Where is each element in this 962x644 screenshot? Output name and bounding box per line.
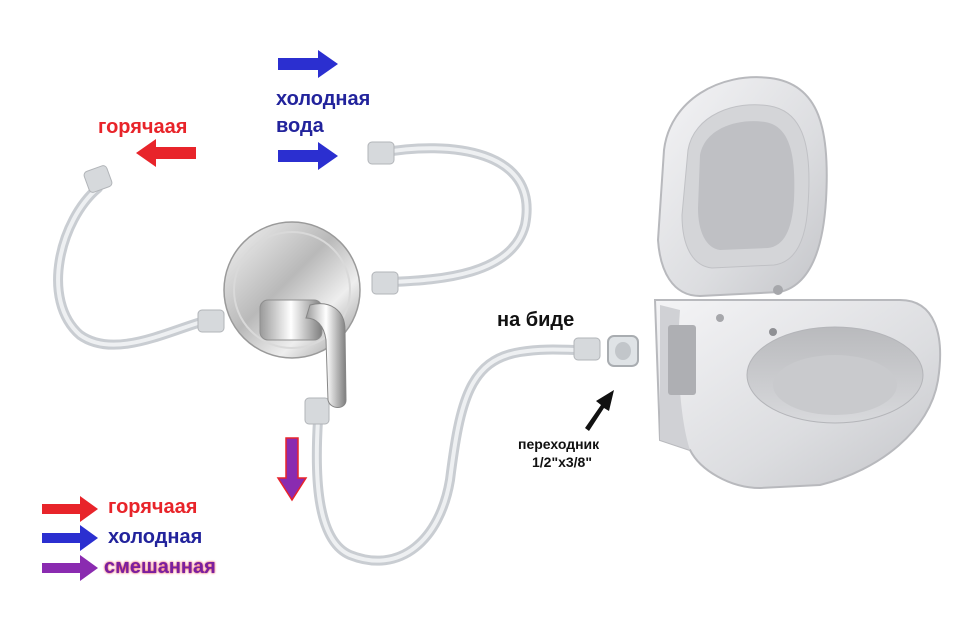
hose-nut-right-mixer <box>371 271 399 295</box>
hose-cold-right <box>375 143 532 287</box>
legend-label-hot: горячаая <box>108 496 198 518</box>
arrow-adapter-pointer <box>585 390 614 431</box>
hose-nut-top-left <box>83 165 113 193</box>
arrow-cold-middle <box>278 142 338 170</box>
label-bidet: на биде <box>497 309 575 331</box>
legend-label-cold: холодная <box>108 526 203 548</box>
arrow-mixed-down <box>276 437 308 502</box>
label-cold-top-line2: вода <box>276 115 324 137</box>
hose-hot-left <box>53 183 213 350</box>
adapter-fitting <box>607 335 639 367</box>
legend-arrow-cold <box>42 525 98 551</box>
arrow-hot-left <box>136 139 196 167</box>
legend-arrow-hot <box>42 496 98 522</box>
label-cold-top-line1: холодная <box>276 88 371 110</box>
hose-nut-bottom-mixer <box>304 397 330 425</box>
mixer-tap <box>223 221 361 408</box>
label-adapter-line1: переходник <box>518 436 600 452</box>
legend-label-mixed: смешанная <box>104 556 216 578</box>
hose-nut-top-right <box>367 141 395 165</box>
label-adapter-line2: 1/2"x3/8" <box>532 454 592 470</box>
hose-mixed-bidet <box>311 344 583 566</box>
hose-nut-bidet <box>573 337 601 361</box>
label-hot-top: горячаая <box>98 116 188 138</box>
wall-hung-toilet <box>653 76 942 490</box>
hose-nut-left-mixer <box>197 309 225 333</box>
arrow-cold-top <box>278 50 338 78</box>
legend-arrow-mixed <box>42 555 98 581</box>
